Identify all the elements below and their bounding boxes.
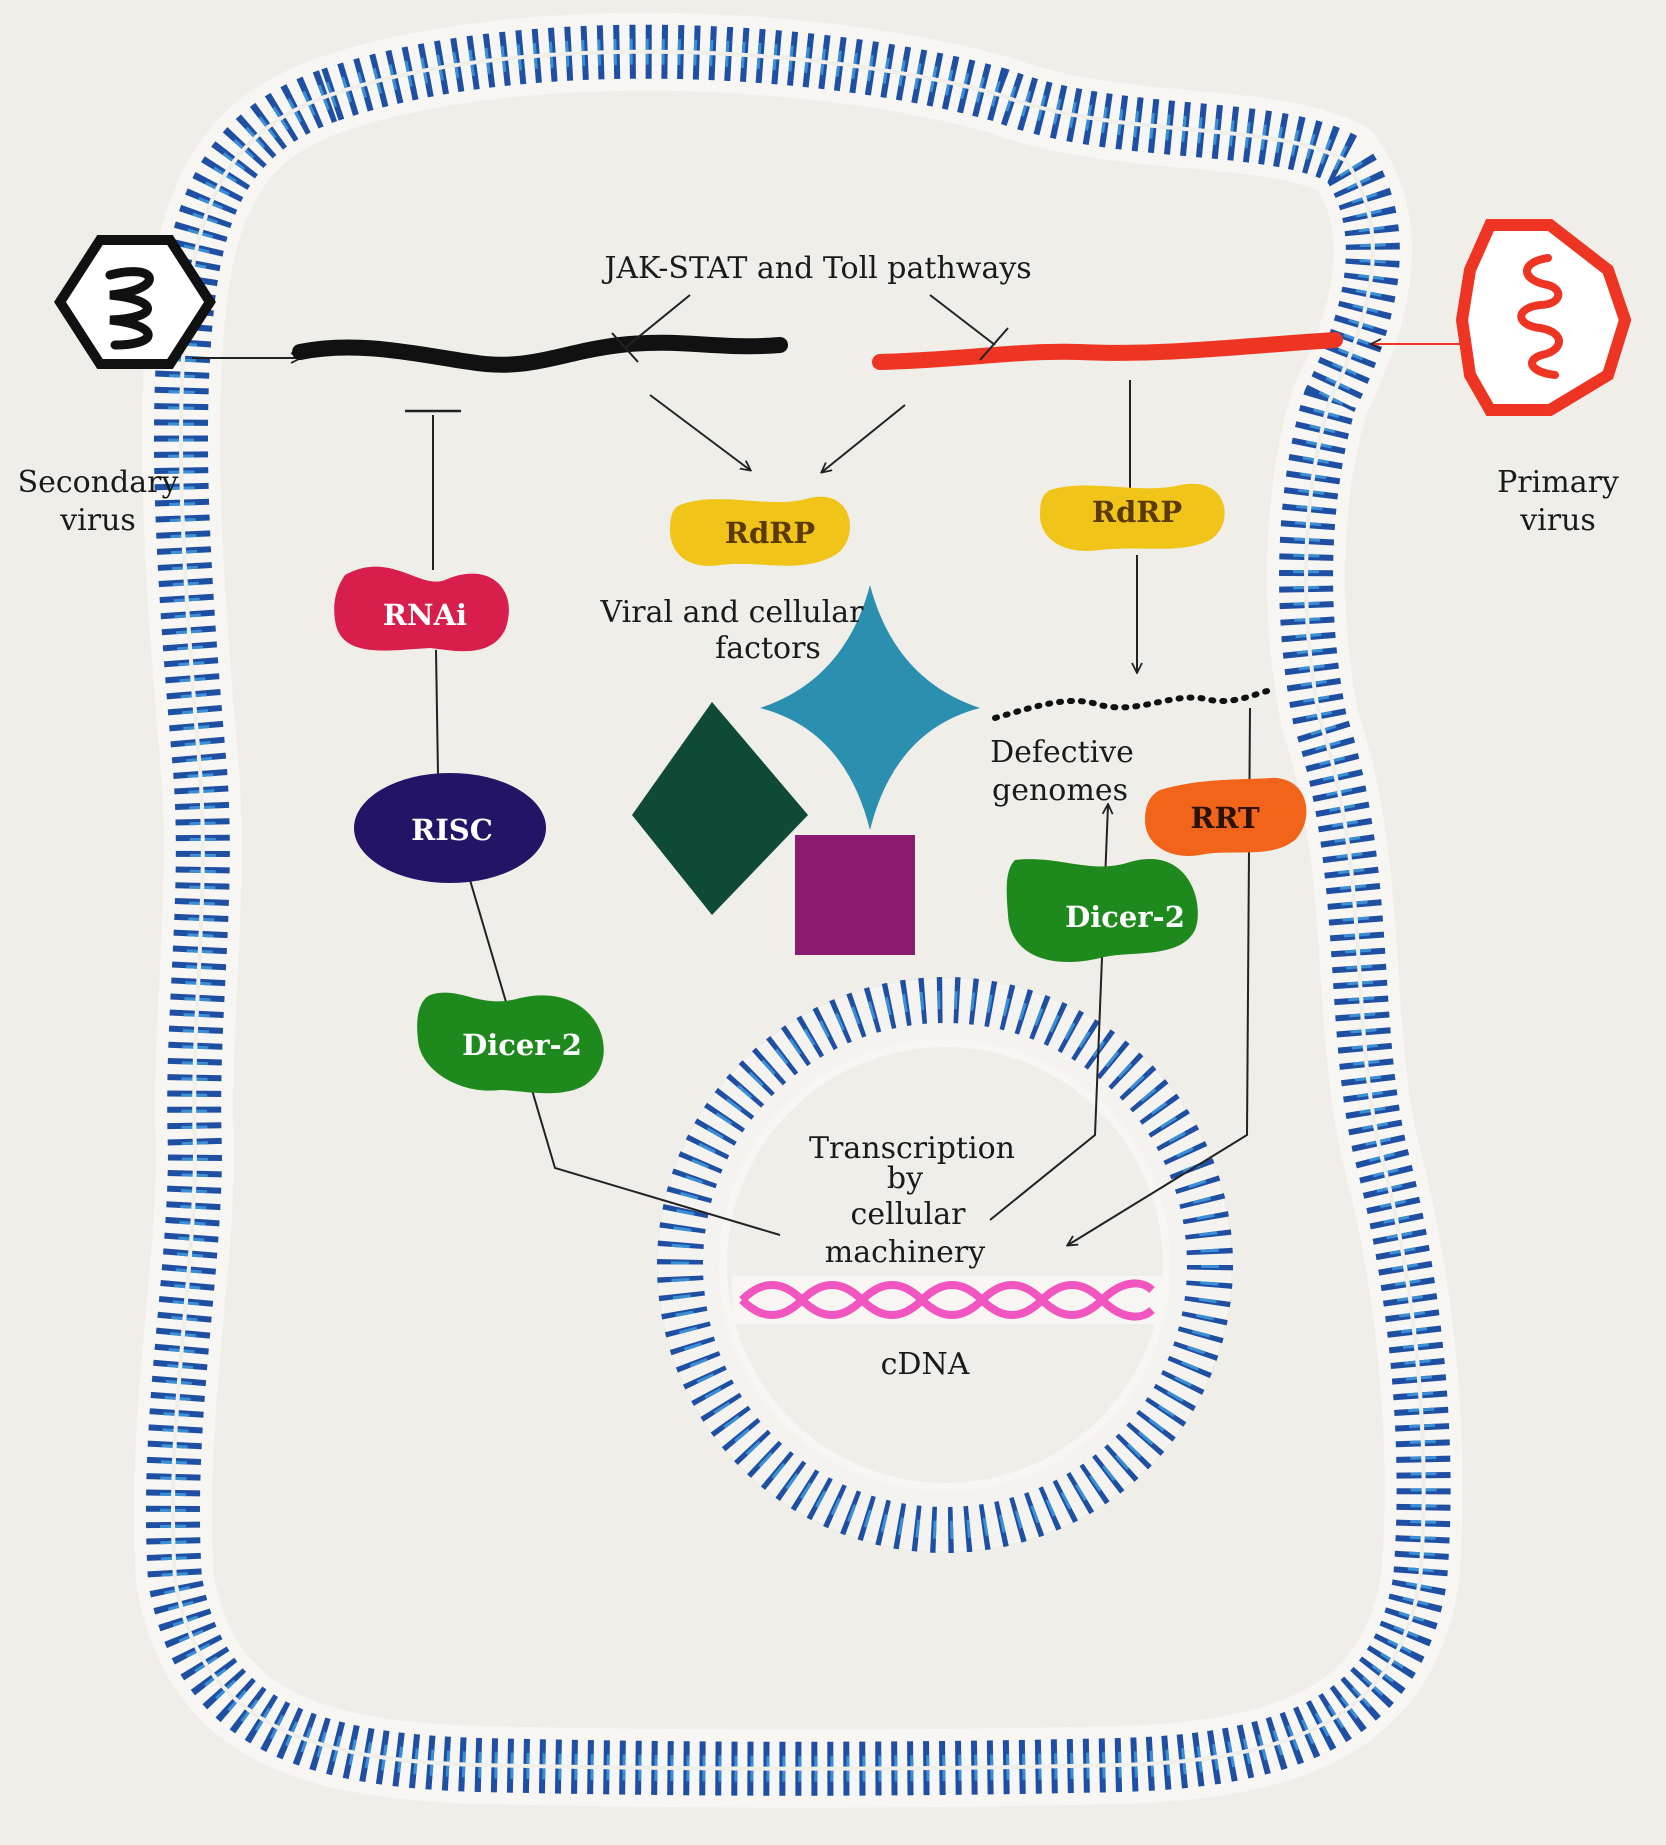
factors-label-1: Viral and cellular bbox=[600, 595, 865, 630]
dicer-left-label: Dicer-2 bbox=[462, 1028, 582, 1062]
primary-virus-label-1: Primary bbox=[1497, 465, 1619, 500]
arrow-red-to-rdrp bbox=[822, 404, 906, 472]
secondary-virus-label-2: virus bbox=[59, 503, 136, 538]
transcription-label-3: cellular bbox=[851, 1197, 967, 1232]
square-factor bbox=[795, 835, 915, 955]
rdrp-center-protein: RdRP bbox=[670, 496, 850, 566]
inhibit-line-black bbox=[624, 294, 691, 349]
defective-genomes-rna bbox=[992, 687, 1278, 721]
rdrp-right-protein: RdRP bbox=[1040, 483, 1225, 551]
risc-protein: RISC bbox=[354, 773, 546, 883]
nucleus-membrane bbox=[657, 977, 1233, 1553]
rnai-label: RNAi bbox=[383, 598, 467, 632]
rrt-protein: RRT bbox=[1145, 777, 1307, 856]
secondary-viral-rna bbox=[292, 334, 788, 373]
cdna-helix bbox=[732, 1276, 1162, 1324]
transcription-label-4: machinery bbox=[825, 1235, 985, 1270]
star-factor bbox=[760, 585, 980, 830]
rnai-protein: RNAi bbox=[334, 566, 509, 652]
cdna-label: cDNA bbox=[881, 1347, 970, 1382]
rdrp-right-label: RdRP bbox=[1092, 495, 1182, 529]
pathways-label: JAK-STAT and Toll pathways bbox=[601, 251, 1031, 286]
inhibit-line-red bbox=[929, 294, 996, 346]
primary-virus bbox=[1455, 219, 1632, 416]
primary-virus-label-2: virus bbox=[1519, 503, 1596, 538]
risc-label: RISC bbox=[411, 813, 493, 847]
diamond-factor bbox=[632, 702, 808, 915]
defective-label-1: Defective bbox=[990, 735, 1134, 770]
rrt-label: RRT bbox=[1190, 801, 1260, 835]
dicer-left-protein: Dicer-2 bbox=[417, 992, 604, 1094]
rdrp-center-label: RdRP bbox=[725, 516, 815, 550]
line-risc-to-transcription bbox=[469, 879, 781, 1236]
arrow-black-to-rdrp bbox=[649, 394, 750, 470]
factors-label-2: factors bbox=[715, 631, 821, 666]
secondary-virus bbox=[54, 235, 216, 369]
defective-label-2: genomes bbox=[992, 773, 1128, 808]
secondary-virus-label-1: Secondary bbox=[18, 465, 179, 500]
coil-icon bbox=[1517, 254, 1563, 379]
primary-viral-rna bbox=[872, 332, 1343, 370]
dicer-right-label: Dicer-2 bbox=[1065, 900, 1185, 934]
transcription-label-2: by bbox=[887, 1161, 923, 1196]
transcription-label-1: Transcription bbox=[809, 1131, 1015, 1166]
cell-membrane bbox=[133, 12, 1463, 1808]
coil-icon bbox=[105, 267, 154, 350]
dicer-right-protein: Dicer-2 bbox=[1006, 859, 1198, 963]
